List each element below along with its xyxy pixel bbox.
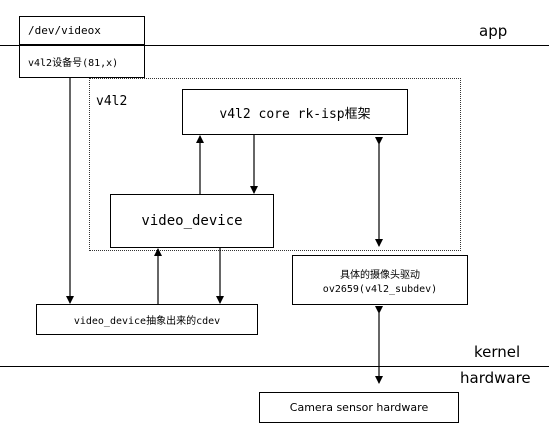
app-kernel-divider (0, 45, 549, 46)
kernel-hardware-divider (0, 366, 549, 367)
camera-driver-label-line2: ov2659(v4l2_subdev) (322, 283, 438, 295)
v4l2-device-number-label: v4l2设备号(81,x) (28, 58, 119, 69)
camera-driver-box: 具体的摄像头驱动 ov2659(v4l2_subdev) (292, 255, 468, 305)
layer-label-hardware: hardware (460, 369, 531, 387)
layer-label-app: app (479, 22, 508, 40)
camera-sensor-label: Camera sensor hardware (289, 401, 429, 414)
v4l2-region (89, 78, 461, 251)
v4l2-device-number-box: v4l2设备号(81,x) (19, 45, 145, 78)
layer-label-kernel: kernel (474, 343, 521, 361)
video-device-box: video_device (110, 194, 274, 248)
dev-videox-box: /dev/videox (19, 16, 145, 45)
camera-driver-label-line1: 具体的摄像头驱动 (340, 269, 420, 281)
video-device-label: video_device (141, 213, 243, 229)
dev-videox-label: /dev/videox (28, 24, 101, 37)
v4l2-core-box: v4l2 core rk-isp框架 (182, 89, 408, 135)
v4l2-core-label: v4l2 core rk-isp框架 (219, 106, 371, 122)
camera-sensor-box: Camera sensor hardware (259, 392, 459, 423)
v4l2-region-label: v4l2 (96, 94, 128, 109)
video-device-cdev-box: video_device抽象出来的cdev (36, 304, 258, 335)
video-device-cdev-label: video_device抽象出来的cdev (73, 316, 221, 327)
